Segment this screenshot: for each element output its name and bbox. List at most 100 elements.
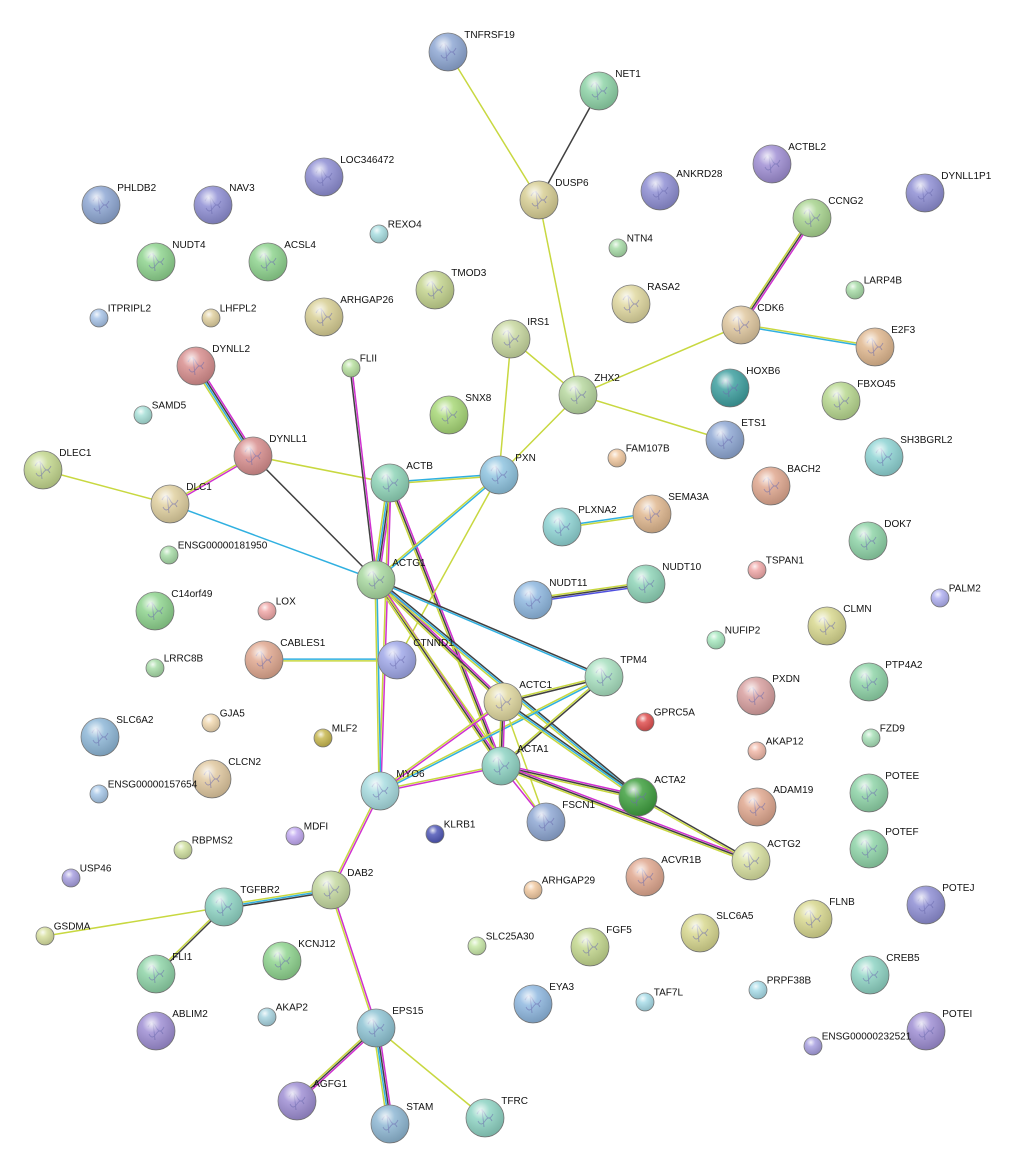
node-ensg00000232521[interactable]: ENSG00000232521 [803,1031,912,1056]
node-palm2[interactable]: PALM2 [930,583,981,608]
node-ntn4[interactable]: NTN4 [608,233,653,258]
node-plxna2[interactable]: PLXNA2 [542,505,617,547]
node-acsl4[interactable]: ACSL4 [248,240,316,282]
node-pxdn[interactable]: PXDN [736,674,800,716]
node-dok7[interactable]: DOK7 [848,519,912,561]
node-phldb2[interactable]: PHLDB2 [81,183,157,225]
node-clmn[interactable]: CLMN [807,604,872,646]
node-flnb[interactable]: FLNB [793,897,855,939]
node-akap2[interactable]: AKAP2 [257,1002,308,1027]
node-potef[interactable]: POTEF [849,827,919,869]
node-dynll2[interactable]: DYNLL2 [176,344,250,386]
node-actbl2[interactable]: ACTBL2 [752,142,826,184]
node-lrrc8b[interactable]: LRRC8B [145,653,204,678]
node-fli1[interactable]: FLI1 [136,952,193,994]
node-actc1[interactable]: ACTC1 [483,680,552,722]
node-itpripl2[interactable]: ITPRIPL2 [89,303,152,328]
node-gprc5a[interactable]: GPRC5A [635,707,695,732]
node-tnfrsf19[interactable]: TNFRSF19 [428,30,515,72]
node-acta1[interactable]: ACTA1 [481,744,549,786]
node-adam19[interactable]: ADAM19 [737,785,814,827]
node-actg2[interactable]: ACTG2 [731,839,801,881]
node-lhfpl2[interactable]: LHFPL2 [201,303,257,328]
node-actb[interactable]: ACTB [370,461,433,503]
node-fam107b[interactable]: FAM107B [607,443,670,468]
node-slc6a5[interactable]: SLC6A5 [680,911,754,953]
node-potee[interactable]: POTEE [849,771,919,813]
node-dynll1[interactable]: DYNLL1 [233,434,307,476]
node-dab2[interactable]: DAB2 [311,868,374,910]
node-agfg1[interactable]: AGFG1 [277,1079,348,1121]
node-arhgap29[interactable]: ARHGAP29 [523,875,596,900]
node-mlf2[interactable]: MLF2 [313,723,358,748]
node-fbxo45[interactable]: FBXO45 [821,379,896,421]
node-sh3bgrl2[interactable]: SH3BGRL2 [864,435,953,477]
node-samd5[interactable]: SAMD5 [133,400,187,425]
node-slc25a30[interactable]: SLC25A30 [467,931,535,956]
node-sema3a[interactable]: SEMA3A [632,492,709,534]
node-fscn1[interactable]: FSCN1 [526,800,595,842]
node-tspan1[interactable]: TSPAN1 [747,555,804,580]
node-dlec1[interactable]: DLEC1 [23,448,92,490]
node-cables1[interactable]: CABLES1 [244,638,326,680]
node-c14orf49[interactable]: C14orf49 [135,589,213,631]
node-ensg00000181950[interactable]: ENSG00000181950 [159,540,268,565]
node-fgf5[interactable]: FGF5 [570,925,632,967]
node-pxn[interactable]: PXN [479,453,536,495]
node-stam[interactable]: STAM [370,1102,433,1144]
node-snx8[interactable]: SNX8 [429,393,492,435]
node-rasa2[interactable]: RASA2 [611,282,680,324]
node-nufip2[interactable]: NUFIP2 [706,625,761,650]
node-arhgap26[interactable]: ARHGAP26 [304,295,394,337]
node-mdfi[interactable]: MDFI [285,821,328,846]
node-ets1[interactable]: ETS1 [705,418,767,460]
node-creb5[interactable]: CREB5 [850,953,920,995]
node-acta2[interactable]: ACTA2 [618,775,686,817]
node-slc6a2[interactable]: SLC6A2 [80,715,154,757]
node-ensg00000157654[interactable]: ENSG00000157654 [89,779,198,804]
node-actg1[interactable]: ACTG1 [356,558,426,600]
node-bach2[interactable]: BACH2 [751,464,821,506]
node-nudt11[interactable]: NUDT11 [513,578,588,620]
node-irs1[interactable]: IRS1 [491,317,550,359]
node-acvr1b[interactable]: ACVR1B [625,855,702,897]
node-ablim2[interactable]: ABLIM2 [136,1009,208,1051]
node-cdk6[interactable]: CDK6 [721,303,784,345]
node-tpm4[interactable]: TPM4 [584,655,647,697]
node-dynll1p1[interactable]: DYNLL1P1 [905,171,992,213]
node-loc346472[interactable]: LOC346472 [304,155,395,197]
node-akap12[interactable]: AKAP12 [747,736,804,761]
node-tfrc[interactable]: TFRC [465,1096,528,1138]
node-nudt10[interactable]: NUDT10 [626,562,702,604]
node-dlc1[interactable]: DLC1 [150,482,212,524]
node-usp46[interactable]: USP46 [61,863,112,888]
node-potei[interactable]: POTEI [906,1009,972,1051]
node-e2f3[interactable]: E2F3 [855,325,916,367]
node-gja5[interactable]: GJA5 [201,708,245,733]
node-potej[interactable]: POTEJ [906,883,974,925]
node-ccng2[interactable]: CCNG2 [792,196,864,238]
node-gsdma[interactable]: GSDMA [35,921,91,946]
node-rexo4[interactable]: REXO4 [369,219,422,244]
node-zhx2[interactable]: ZHX2 [558,373,620,415]
node-rbpms2[interactable]: RBPMS2 [173,835,233,860]
node-larp4b[interactable]: LARP4B [845,275,902,300]
node-myo6[interactable]: MYO6 [360,769,425,811]
node-taf7l[interactable]: TAF7L [635,987,683,1012]
node-nav3[interactable]: NAV3 [193,183,255,225]
node-prpf38b[interactable]: PRPF38B [748,975,812,1000]
node-klrb1[interactable]: KLRB1 [425,819,476,844]
node-kcnj12[interactable]: KCNJ12 [262,939,336,981]
node-nudt4[interactable]: NUDT4 [136,240,206,282]
node-ankrd28[interactable]: ANKRD28 [640,169,723,211]
node-tgfbr2[interactable]: TGFBR2 [204,885,280,927]
node-net1[interactable]: NET1 [579,69,641,111]
node-tmod3[interactable]: TMOD3 [415,268,487,310]
node-flii[interactable]: FLII [341,353,377,378]
node-hoxb6[interactable]: HOXB6 [710,366,781,408]
node-lox[interactable]: LOX [257,596,296,621]
node-eps15[interactable]: EPS15 [356,1006,424,1048]
node-ctnnd1[interactable]: CTNND1 [377,638,454,680]
node-fzd9[interactable]: FZD9 [861,723,905,748]
node-clcn2[interactable]: CLCN2 [192,757,261,799]
